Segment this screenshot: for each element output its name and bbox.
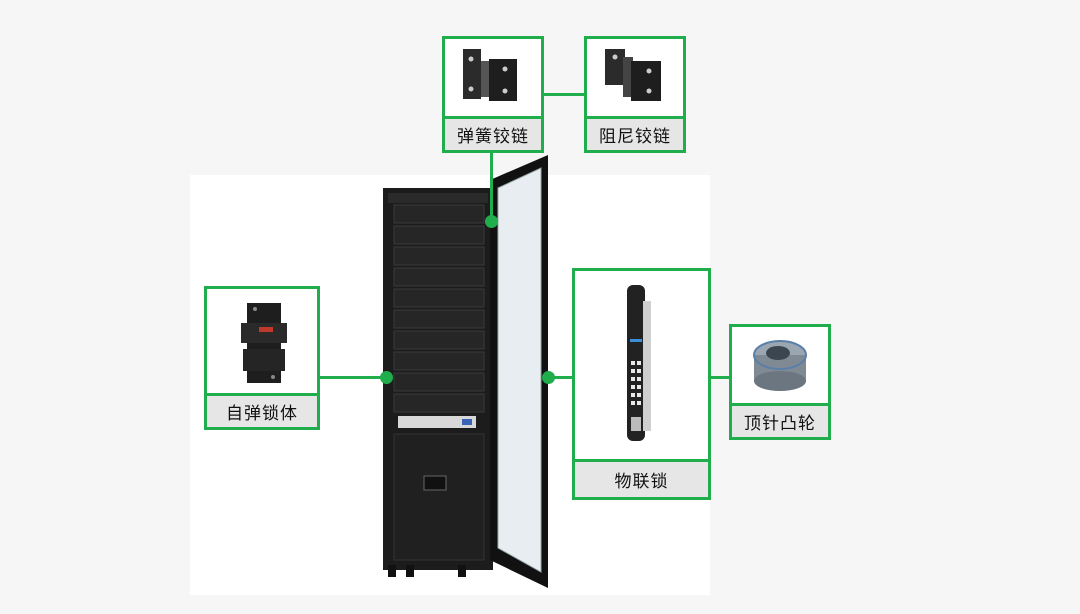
connector-cam <box>709 376 731 379</box>
connector-hinge-bridge <box>542 93 586 96</box>
connector-spring-hinge <box>490 150 493 222</box>
iot-lock-icon <box>627 285 651 441</box>
callout-self-lock: 自弹锁体 <box>204 286 320 430</box>
spring-hinge-icon <box>463 49 517 101</box>
callout-spring-hinge: 弹簧铰链 <box>442 36 544 153</box>
connector-self-lock <box>318 376 386 379</box>
callout-label-self-lock: 自弹锁体 <box>207 393 317 427</box>
connector-dot-iot-lock <box>542 371 555 384</box>
callout-iot-lock: 物联锁 <box>572 268 711 500</box>
callout-label-damping-hinge: 阻尼铰链 <box>587 116 683 150</box>
lock-body-icon <box>241 303 287 383</box>
callout-cam: 顶针凸轮 <box>729 324 831 440</box>
connector-dot-hinge <box>485 215 498 228</box>
callout-label-spring-hinge: 弹簧铰链 <box>445 116 541 150</box>
callout-label-cam: 顶针凸轮 <box>732 403 828 437</box>
connector-iot-lock <box>548 376 574 379</box>
damping-hinge-icon <box>605 49 661 101</box>
connector-dot-self-lock <box>380 371 393 384</box>
callout-damping-hinge: 阻尼铰链 <box>584 36 686 153</box>
cam-icon <box>753 340 807 391</box>
callout-label-iot-lock: 物联锁 <box>575 459 708 497</box>
